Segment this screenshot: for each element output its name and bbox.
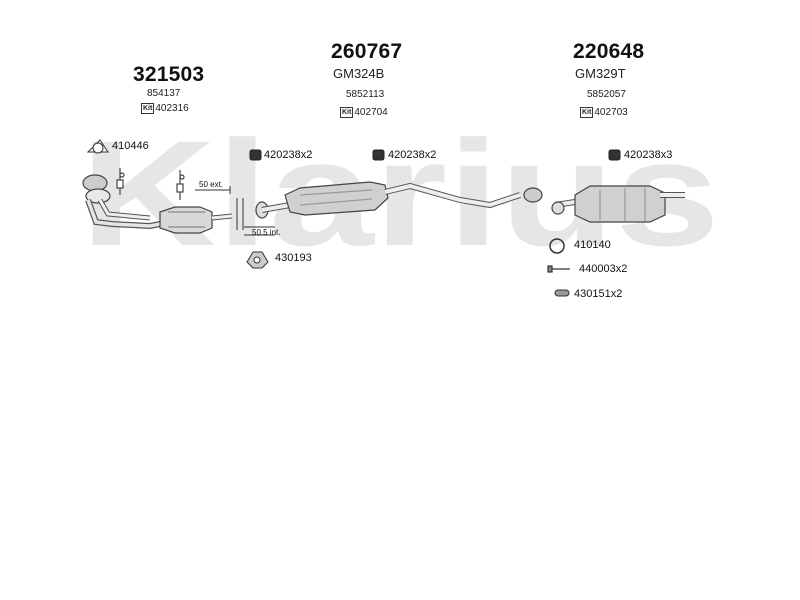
clamp-icon: [249, 149, 621, 161]
part-ref: 5852113: [346, 89, 385, 100]
kit-badge: Kit: [580, 107, 594, 118]
fitting-label-410446: 410446: [112, 140, 149, 152]
model-number: GM324B: [333, 66, 385, 81]
fitting-label-440003: 440003x2: [579, 263, 628, 275]
dimension-marks: [195, 186, 275, 236]
part-number-220648: 220648: [573, 40, 645, 63]
gasket-icon: [86, 139, 109, 154]
fitting-label-430151: 430151x2: [574, 288, 623, 300]
dimension-label-ext: 50 ext.: [199, 180, 224, 189]
dimension-label-int: 50.5 int.: [252, 228, 281, 237]
front-pipe: [82, 174, 161, 230]
kit-number: 402704: [354, 107, 388, 118]
rubber-icon: [554, 289, 570, 297]
kit-number: 402703: [594, 107, 628, 118]
part-number-260767: 260767: [331, 40, 403, 63]
part-ref: 854137: [147, 88, 181, 99]
kit-ref: Kit 402703: [580, 107, 628, 118]
bolt-icon: [547, 265, 570, 273]
kit-ref: Kit 402704: [340, 107, 388, 118]
middle-silencer: [255, 181, 543, 219]
kit-badge: Kit: [340, 107, 354, 118]
model-number: GM329T: [575, 66, 626, 81]
fitting-label-410140: 410140: [574, 239, 611, 251]
part-ref: 5852057: [587, 89, 626, 100]
fitting-label-430193: 430193: [275, 252, 312, 264]
fitting-label-420238: 420238x2: [388, 149, 437, 161]
kit-number: 402316: [155, 103, 189, 114]
mounting-rubber-icon: [246, 251, 269, 269]
kit-badge: Kit: [141, 103, 155, 114]
fitting-label-420238: 420238x2: [264, 149, 313, 161]
part-number-321503: 321503: [133, 63, 205, 86]
kit-ref: Kit 402316: [141, 103, 189, 114]
catalytic-converter: [159, 206, 233, 234]
fitting-label-420238: 420238x3: [624, 149, 673, 161]
ring-icon: [549, 238, 565, 254]
lambda-sensors: [116, 168, 185, 200]
rear-silencer: [551, 185, 685, 223]
